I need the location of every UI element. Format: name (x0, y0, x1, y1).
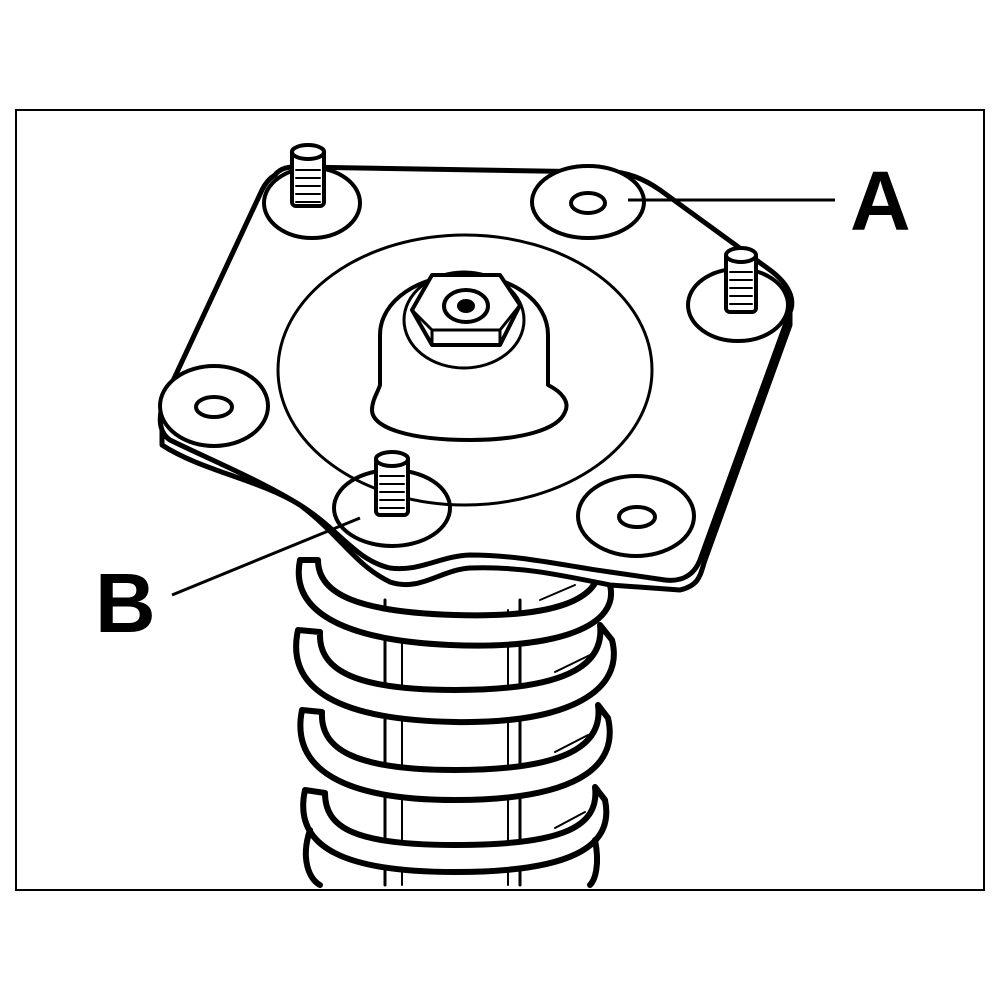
center-nut-assembly (370, 270, 569, 442)
callout-b: B (95, 516, 361, 650)
stud-upper-left (290, 143, 326, 208)
callout-b-leader (171, 516, 361, 597)
callout-a: A (628, 154, 911, 248)
coil-spring (293, 557, 617, 888)
callout-a-label: A (850, 154, 911, 248)
stud-front (374, 450, 410, 517)
callout-b-label: B (95, 556, 156, 650)
stud-right (724, 246, 758, 314)
